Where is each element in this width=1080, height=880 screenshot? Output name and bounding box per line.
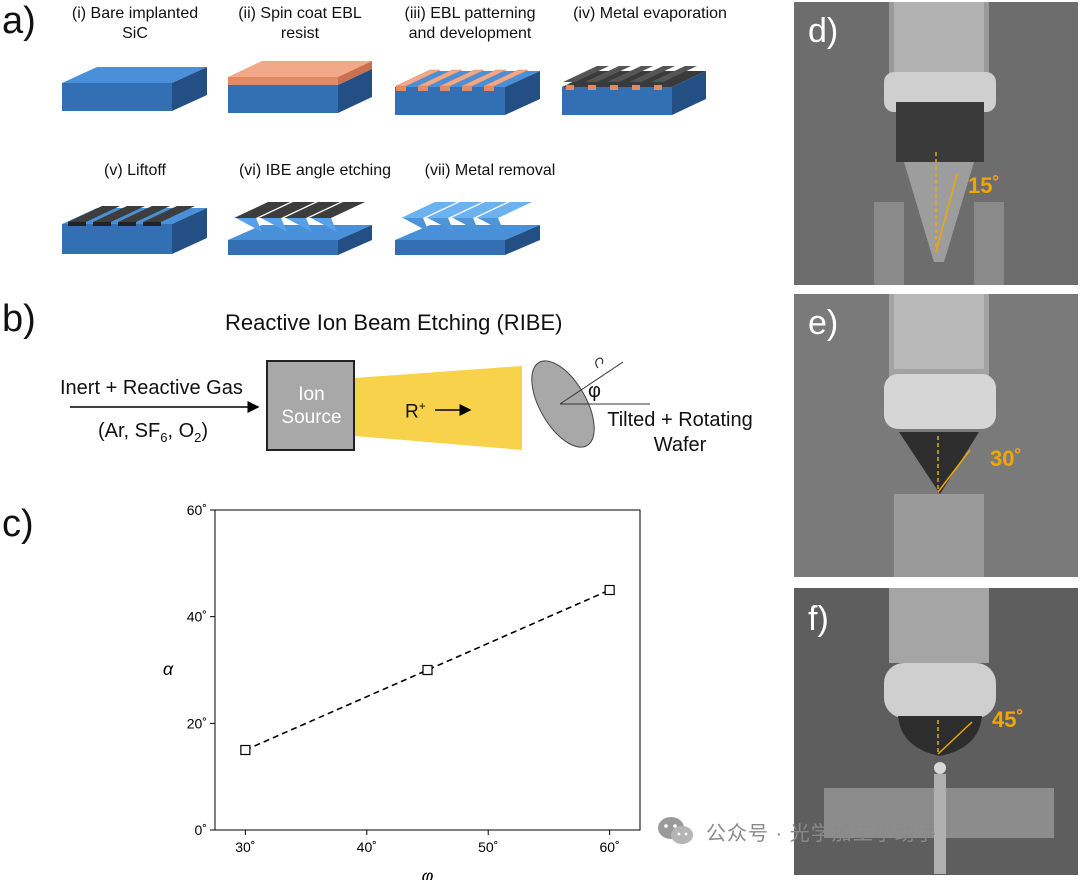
panel-label-f: f): [808, 600, 829, 638]
gas-formula-part: (Ar, SF: [98, 420, 161, 442]
alpha-vs-phi-chart: 30˚ 40˚ 50˚ 60˚ 0˚ 20˚ 40˚ 60˚ φ α: [163, 502, 641, 880]
gas-formula-part: ): [201, 420, 209, 442]
panel-label-d: d): [808, 12, 839, 50]
step-label-iv: (iv) Metal evaporation: [555, 4, 745, 24]
ribe-title: Reactive Ion Beam Etching (RIBE): [225, 310, 563, 335]
sem-micrograph-e: [794, 294, 1078, 577]
ion-source-line: Ion: [298, 384, 325, 405]
step-label-line: (ii) Spin coat EBL: [238, 5, 362, 22]
step-label-line: (iii) EBL patterning: [404, 5, 536, 22]
step-label-v: (v) Liftoff: [50, 161, 220, 181]
sem-image-f: [794, 588, 1078, 875]
y-tick-label: 40˚: [187, 609, 207, 625]
wafer-label: Tilted + Rotating Wafer: [595, 408, 765, 458]
y-tick-label: 20˚: [187, 715, 207, 731]
step-label-line: (vii) Metal removal: [424, 162, 556, 179]
angle-label-d: 15˚: [968, 173, 1000, 198]
angle-label-e: 30˚: [990, 446, 1022, 471]
ion-source-box: [266, 360, 355, 451]
sem-image-d: [794, 2, 1078, 285]
x-tick-label: 40˚: [357, 839, 377, 855]
data-point: [240, 744, 251, 756]
wafer-label-line: Wafer: [653, 434, 707, 456]
ion-source-label: Ion Source: [267, 383, 356, 429]
panel-label-a: a): [2, 0, 36, 42]
step-label-line: (i) Bare implanted: [71, 5, 199, 22]
beam-label-base: R: [405, 401, 419, 423]
gas-label: Inert + Reactive Gas: [60, 377, 243, 399]
data-point: [422, 664, 433, 676]
panel-label-c: c): [2, 503, 34, 545]
rotation-arrow-icon: [595, 357, 604, 369]
gas-formula-subscript: 6: [160, 430, 168, 445]
sem-image-e: [794, 294, 1078, 577]
panel-label-e: e): [808, 304, 839, 342]
wafer-label-line: Tilted + Rotating: [607, 409, 753, 431]
x-axis-label: φ: [422, 866, 434, 880]
x-tick-label: 50˚: [478, 839, 498, 855]
y-tick-label: 60˚: [187, 502, 207, 518]
step-label-line: and development: [408, 25, 532, 42]
watermark-text: 公众号 · 光学加工小助手: [706, 822, 937, 845]
data-point: [604, 584, 615, 596]
beam-label: R+: [405, 399, 426, 423]
slab-patterned: [395, 69, 540, 115]
step-label-vii: (vii) Metal removal: [405, 161, 575, 181]
watermark: 公众号 · 光学加工小助手: [656, 814, 937, 848]
series-line: [245, 589, 610, 751]
sem-micrograph-d: [794, 2, 1078, 285]
gas-formula-part: , O: [167, 420, 195, 442]
x-tick-label: 60˚: [600, 839, 620, 855]
slab-liftoff: [62, 206, 207, 254]
slab-metal: [562, 66, 706, 115]
wechat-icon: [658, 817, 693, 844]
beam-axis-line: [559, 361, 624, 405]
beam-label-sup: +: [418, 399, 426, 413]
step-label-line: (v) Liftoff: [104, 162, 166, 179]
step-label-line: SiC: [122, 25, 148, 42]
panel-label-b: b): [2, 298, 36, 340]
slab-resist: [228, 61, 372, 113]
step-label-line: (iv) Metal evaporation: [573, 5, 727, 22]
plot-frame: [214, 509, 641, 831]
slab-angle-etch: [228, 202, 372, 255]
step-label-vi: (vi) IBE angle etching: [225, 161, 405, 181]
step-label-line: resist: [280, 25, 320, 42]
gas-formula: (Ar, SF6, O2): [98, 420, 208, 445]
process-flow-diagram: [62, 61, 706, 255]
angle-label-f: 45˚: [992, 707, 1024, 732]
step-label-ii: (ii) Spin coat EBL resist: [215, 4, 385, 44]
slab-bare: [62, 67, 207, 111]
slab-metal-removed: [395, 202, 540, 255]
y-axis-label: α: [163, 659, 174, 679]
gas-formula-subscript: 2: [194, 430, 202, 445]
ribe-schematic: [70, 357, 650, 451]
y-tick-label: 0˚: [195, 822, 207, 838]
phi-label: φ: [588, 380, 601, 402]
sem-micrograph-f: [794, 588, 1078, 875]
ion-beam: [355, 366, 522, 450]
step-label-i: (i) Bare implanted SiC: [50, 4, 220, 44]
x-tick-label: 30˚: [235, 839, 255, 855]
ion-source-line: Source: [281, 407, 342, 428]
step-label-line: (vi) IBE angle etching: [238, 162, 392, 179]
step-label-iii: (iii) EBL patterning and development: [385, 4, 555, 44]
